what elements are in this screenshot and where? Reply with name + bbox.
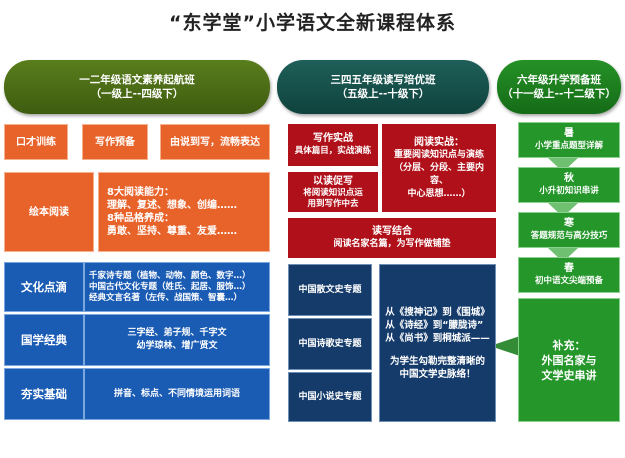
reading-practice-title: 阅读实战： [414,136,464,148]
poetry-history: 中国诗歌史专题 [288,318,372,370]
read-to-write-desc: 将阅读知识点运 用到写作中去 [303,187,363,209]
winter-desc: 答题规范与高分技巧 [530,231,608,241]
literature-history-overview: 从《搜神记》到《围城》 从《诗经》到“朦胧诗” 从《尚书》到桐城派—— 为学生勾… [379,264,496,422]
writing-prep: 写作预备 [82,124,148,160]
prose-history: 中国散文史专题 [288,264,372,316]
read-write-combined-title: 读写结合 [372,226,412,237]
header-grade-3-5: 三四五年级读写培优班 （五级上--十级下） [277,60,489,114]
solid-basics: 夯实基础 [4,368,84,420]
spring-desc: 初中语文尖端预备 [534,276,603,286]
summer-label: 暑 [564,128,574,139]
read-write-combined-desc: 阅读名家名篇，为写作做铺垫 [333,239,451,249]
header-grade-1-2: 一二年级语文素养起航班 （一级上--四级下） [4,60,270,114]
literature-goal: 为学生勾勒完整清晰的 中国文学史脉络！ [389,355,485,380]
header-grade-6: 六年级升学预备班 （十一级上--十二级下） [497,60,621,114]
winter-label: 寒 [564,218,574,229]
reading-practice: 阅读实战： 重要阅读知识点与演练 （分层、分段、主要内容、 中心思想……） [382,124,496,212]
literature-path: 从《搜神记》到《围城》 从《诗经》到“朦胧诗” 从《尚书》到桐城派—— [385,306,490,344]
autumn-label: 秋 [564,173,574,184]
autumn-desc: 小升初知识串讲 [539,186,599,196]
read-to-write-title: 以读促写 [313,175,353,187]
supplement-foreign-lit: 补充： 外国名家与 文学史串讲 [518,298,620,422]
culture-topics: 千家诗专题（植物、动物、颜色、数字…） 中国古代文化专题（姓氏、起居、服饰…） … [84,262,270,312]
spring-term: 春 初中语文尖端预备 [518,257,620,293]
page-title: “东学堂”小学语文全新课程体系 [169,12,456,34]
spring-label: 春 [564,263,574,274]
read-to-write: 以读促写 将阅读知识点运 用到写作中去 [288,172,378,212]
novel-history: 中国小说史专题 [288,372,372,422]
writing-practice-title: 写作实战 [313,133,353,144]
culture-bits: 文化点滴 [4,262,84,312]
reading-practice-desc: 重要阅读知识点与演练 （分层、分段、主要内容、 中心思想……） [393,149,484,199]
oral-training: 口才训练 [4,124,68,160]
autumn-term: 秋 小升初知识串讲 [518,167,620,203]
chinese-classics: 国学经典 [4,314,84,366]
summer-term: 暑 小学重点题型详解 [518,122,620,158]
picture-book-reading: 绘本阅读 [4,172,94,252]
read-write-combined: 读写结合 阅读名家名篇，为写作做铺垫 [288,218,496,258]
winter-term: 寒 答题规范与高分技巧 [518,212,620,248]
basics-list: 拼音、标点、不同情境运用词语 [84,368,270,420]
reading-abilities: 8大阅读能力： 理解、复述、想象、创编…… 8种品格养成： 勇敢、坚持、尊重、友… [98,172,270,252]
speak-to-write: 由说到写，流畅表达 [160,124,270,160]
summer-desc: 小学重点题型详解 [534,141,603,151]
writing-practice: 写作实战 具体篇目，实战演练 [288,124,378,166]
writing-practice-desc: 具体篇目，实战演练 [294,146,372,156]
classics-list: 三字经、弟子规、千字文 幼学琼林、增广贤文 [84,314,270,366]
